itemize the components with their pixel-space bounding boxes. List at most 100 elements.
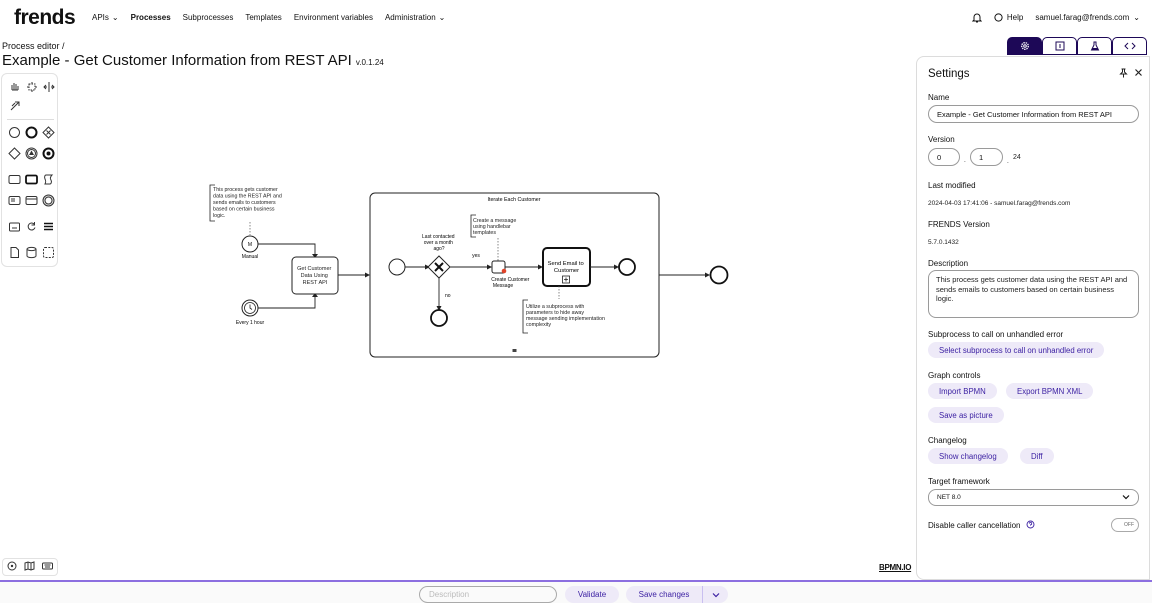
chevron-down-icon: ⌄ <box>1133 13 1140 22</box>
bpmn-io-watermark[interactable]: BPMN.IO <box>879 563 912 572</box>
annotation-create-message[interactable]: Create a message using handlebar templat… <box>470 214 518 238</box>
inner-end-event[interactable] <box>618 258 636 276</box>
annotation3-line: Utilize a subprocess with <box>526 304 584 310</box>
version-major-field[interactable]: 0 <box>928 148 960 166</box>
save-changes-button[interactable]: Save changes <box>626 586 703 603</box>
import-bpmn-button[interactable]: Import BPMN <box>928 383 997 399</box>
end-event-bold-icon[interactable] <box>42 147 55 160</box>
inner-end-event-no[interactable] <box>430 309 448 327</box>
loop-icon[interactable] <box>25 220 38 233</box>
gateway-label-line: ago? <box>433 246 444 252</box>
diff-button[interactable]: Diff <box>1020 448 1054 464</box>
timer-start-event[interactable]: Every 1 hour <box>236 299 265 326</box>
target-framework-select[interactable]: NET 8.0 <box>928 489 1139 506</box>
lasso-tool-icon[interactable] <box>25 80 38 93</box>
code-icon <box>1123 42 1136 50</box>
gateway-label-line: over a month <box>424 240 453 246</box>
palette-row-connect <box>8 99 21 112</box>
group-icon[interactable] <box>42 246 55 259</box>
user-menu[interactable]: samuel.farag@frends.com ⌄ <box>1035 13 1140 22</box>
call-activity-icon[interactable] <box>25 173 38 186</box>
task-icon[interactable] <box>8 173 21 186</box>
svg-text:Last contacted over a mo: Last contacted over a month ago? <box>422 234 456 252</box>
map-icon[interactable] <box>24 558 35 576</box>
task-create-customer-message[interactable]: Create Customer Message <box>491 260 530 289</box>
nav-administration-label: Administration <box>384 13 436 22</box>
data-store-icon[interactable] <box>25 246 38 259</box>
gateway-last-contacted[interactable]: Last contacted over a month ago? <box>422 234 456 279</box>
event-subprocess-icon[interactable] <box>42 194 55 207</box>
annotation-utilize-subprocess[interactable]: Utilize a subprocess with parameters to … <box>522 299 606 334</box>
help-circle-icon[interactable] <box>1026 520 1035 531</box>
nav-subprocesses[interactable]: Subprocesses <box>183 13 234 22</box>
keyboard-icon[interactable] <box>42 558 54 576</box>
info-box-icon <box>1055 41 1064 51</box>
inner-start-event[interactable] <box>388 258 406 276</box>
svg-text:Create a message using h: Create a message using handlebar templat… <box>473 218 518 236</box>
disable-caller-toggle[interactable]: OFF <box>1111 518 1139 532</box>
canvas-tools <box>2 558 58 576</box>
task-get-customer-data[interactable]: Get Customer Data Using REST API <box>291 256 339 295</box>
nav-administration[interactable]: Administration⌄ <box>385 13 445 22</box>
hand-tool-icon[interactable] <box>8 80 21 93</box>
exclusive-gateway-icon[interactable] <box>42 126 55 139</box>
recenter-icon[interactable] <box>7 558 17 576</box>
description-textarea[interactable]: This process gets customer data using th… <box>928 270 1139 318</box>
nav-processes[interactable]: Processes <box>131 13 171 22</box>
end-event-icon[interactable] <box>25 126 38 139</box>
create-label-line: Create Customer <box>491 277 529 283</box>
intermediate-event-icon[interactable] <box>25 147 38 160</box>
global-connect-tool-icon[interactable] <box>8 99 21 112</box>
palette-row-tools <box>8 80 55 93</box>
gateway-icon[interactable] <box>8 147 21 160</box>
chat-icon <box>994 13 1003 22</box>
expanded-subprocess-icon[interactable] <box>25 194 38 207</box>
gateway-label-line: Last contacted <box>422 234 455 240</box>
select-subprocess-button[interactable]: Select subprocess to call on unhandled e… <box>928 342 1105 358</box>
start-event-icon[interactable] <box>8 126 21 139</box>
pin-icon[interactable] <box>1119 68 1128 80</box>
end-event[interactable] <box>709 265 729 285</box>
nav-environment-variables-label: Environment variables <box>293 13 373 22</box>
svg-text:This process gets customer: This process gets customer data using th… <box>213 187 283 219</box>
help-link[interactable]: Help <box>994 13 1023 22</box>
list-icon[interactable] <box>42 220 55 233</box>
nav-templates[interactable]: Templates <box>245 13 281 22</box>
validate-button[interactable]: Validate <box>565 586 619 603</box>
breadcrumb[interactable]: Process editor / <box>2 41 65 51</box>
chevron-down-icon <box>712 592 719 597</box>
name-field[interactable]: Example - Get Customer Information from … <box>928 105 1139 123</box>
tab-test[interactable] <box>1077 37 1112 55</box>
description-input[interactable]: Description <box>419 586 557 603</box>
task1-line: Get Customer <box>297 266 331 272</box>
data-input-icon[interactable] <box>8 220 21 233</box>
save-options-dropdown[interactable] <box>703 586 728 603</box>
nav-environment-variables[interactable]: Environment variables <box>294 13 373 22</box>
toggle-state: OFF <box>1124 522 1134 528</box>
bpmn-canvas[interactable]: This process gets customer data using th… <box>200 175 740 370</box>
version-minor-field[interactable]: 1 <box>970 148 1003 166</box>
show-changelog-button[interactable]: Show changelog <box>928 448 1008 464</box>
tab-code[interactable] <box>1112 37 1147 55</box>
space-tool-icon[interactable] <box>42 80 55 93</box>
subprocess-icon[interactable] <box>8 194 21 207</box>
annotation-process-description[interactable]: This process gets customer data using th… <box>209 184 283 222</box>
script-icon[interactable] <box>42 173 55 186</box>
tab-settings[interactable] <box>1007 37 1042 55</box>
collapse-marker[interactable] <box>512 349 517 352</box>
svg-text:Create Customer Message: Create Customer Message <box>491 277 530 289</box>
chevron-down-icon <box>1122 494 1130 502</box>
call-activity-send-email[interactable]: Send Email to Customer <box>542 247 591 287</box>
close-icon[interactable] <box>1134 68 1143 80</box>
export-bpmn-button[interactable]: Export BPMN XML <box>1006 383 1094 399</box>
save-as-picture-button[interactable]: Save as picture <box>928 407 1004 423</box>
graph-controls-label: Graph controls <box>928 371 981 380</box>
data-object-icon[interactable] <box>8 246 21 259</box>
bell-icon <box>971 13 982 23</box>
manual-start-event[interactable]: M Manual <box>241 235 259 260</box>
nav-apis[interactable]: APIs⌄ <box>92 13 119 22</box>
frends-logo[interactable]: frends <box>14 6 76 29</box>
tab-info[interactable] <box>1042 37 1077 55</box>
task1-line: REST API <box>303 280 328 286</box>
notifications-button[interactable] <box>971 12 982 23</box>
